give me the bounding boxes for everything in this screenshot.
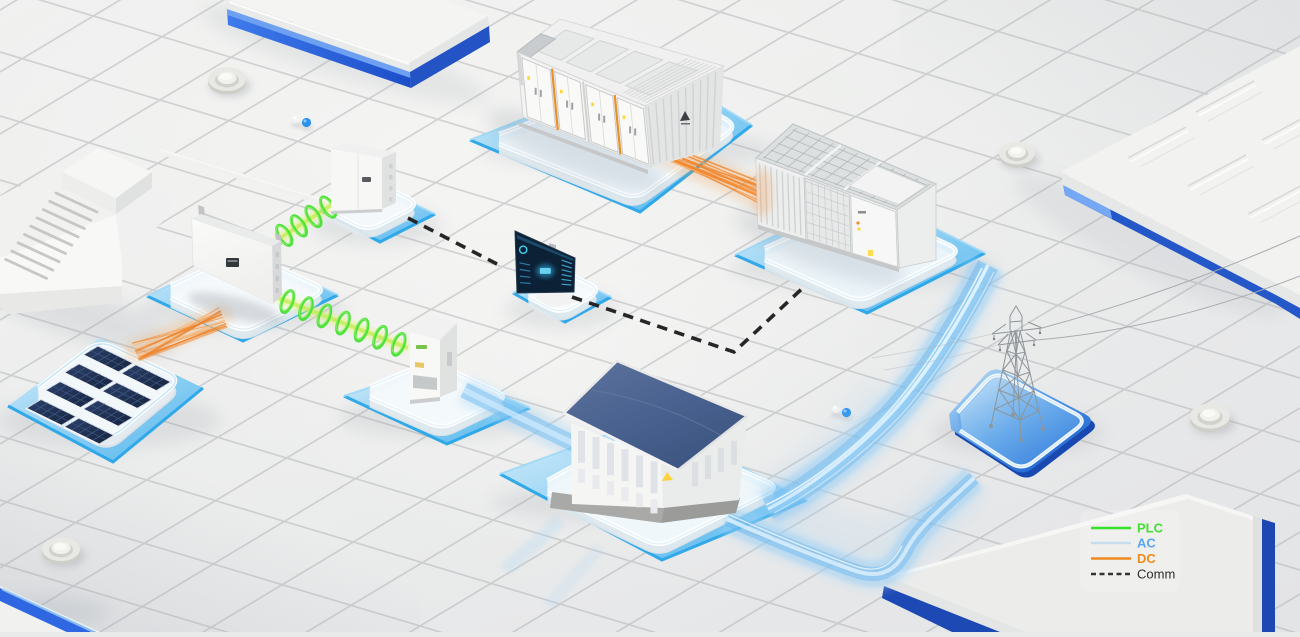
svg-text:AC: AC [1137, 536, 1156, 551]
svg-text:Comm: Comm [1137, 567, 1175, 582]
svg-text:PLC: PLC [1137, 521, 1164, 536]
svg-text:DC: DC [1137, 551, 1156, 566]
